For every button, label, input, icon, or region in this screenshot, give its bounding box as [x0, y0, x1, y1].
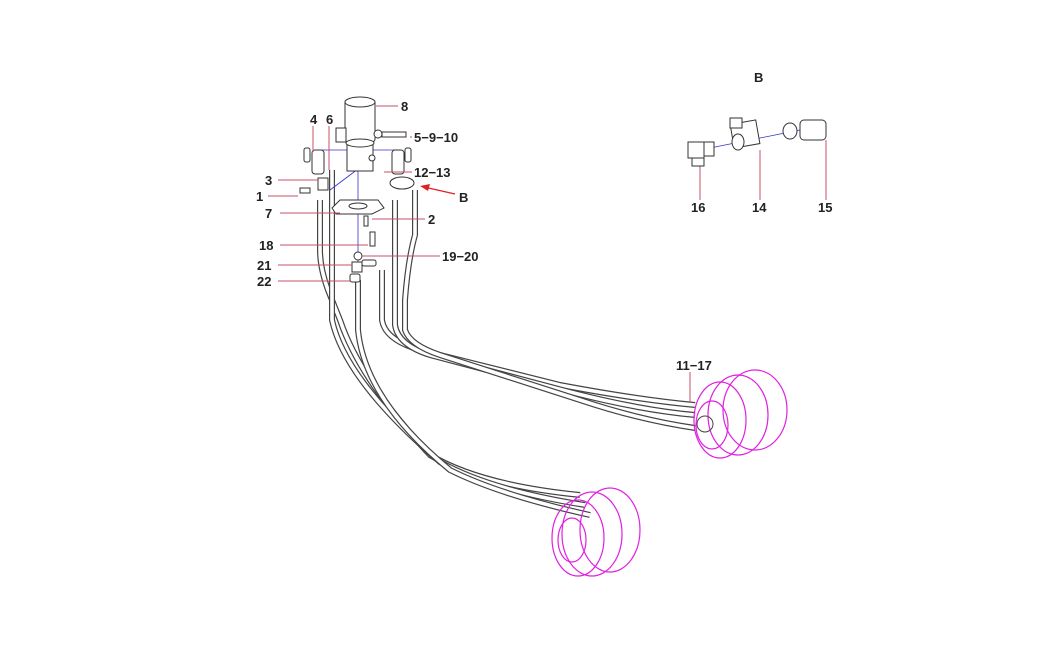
label-5-9-10: 5−9−10	[414, 130, 458, 145]
label-7: 7	[265, 206, 272, 221]
arrow-to-detail-b	[423, 186, 456, 195]
label-16: 16	[691, 200, 705, 215]
leader-lines	[268, 105, 827, 402]
label-19-20: 19−20	[442, 249, 479, 264]
part-labels: B 8 5−9−10 4 6 12−13 3 1 B 7 2 18 19−20 …	[256, 70, 832, 373]
label-15: 15	[818, 200, 832, 215]
label-2: 2	[428, 212, 435, 227]
label-14: 14	[752, 200, 767, 215]
travel-motor-right	[693, 369, 788, 459]
label-4: 4	[310, 112, 318, 127]
label-b: B	[459, 190, 468, 205]
label-3: 3	[265, 173, 272, 188]
detail-b-parts	[687, 117, 827, 167]
travel-motor-left	[551, 487, 641, 577]
label-8: 8	[401, 99, 408, 114]
hose-bundle-right	[379, 190, 696, 431]
label-18: 18	[259, 238, 273, 253]
label-21: 21	[257, 258, 271, 273]
label-6: 6	[326, 112, 333, 127]
center-swivel-joint	[299, 96, 415, 283]
label-11-17: 11−17	[676, 358, 712, 373]
detail-b-title: B	[754, 70, 763, 85]
label-1: 1	[256, 189, 263, 204]
label-22: 22	[257, 274, 271, 289]
label-12-13: 12−13	[414, 165, 451, 180]
hose-bundle-left	[317, 170, 591, 518]
